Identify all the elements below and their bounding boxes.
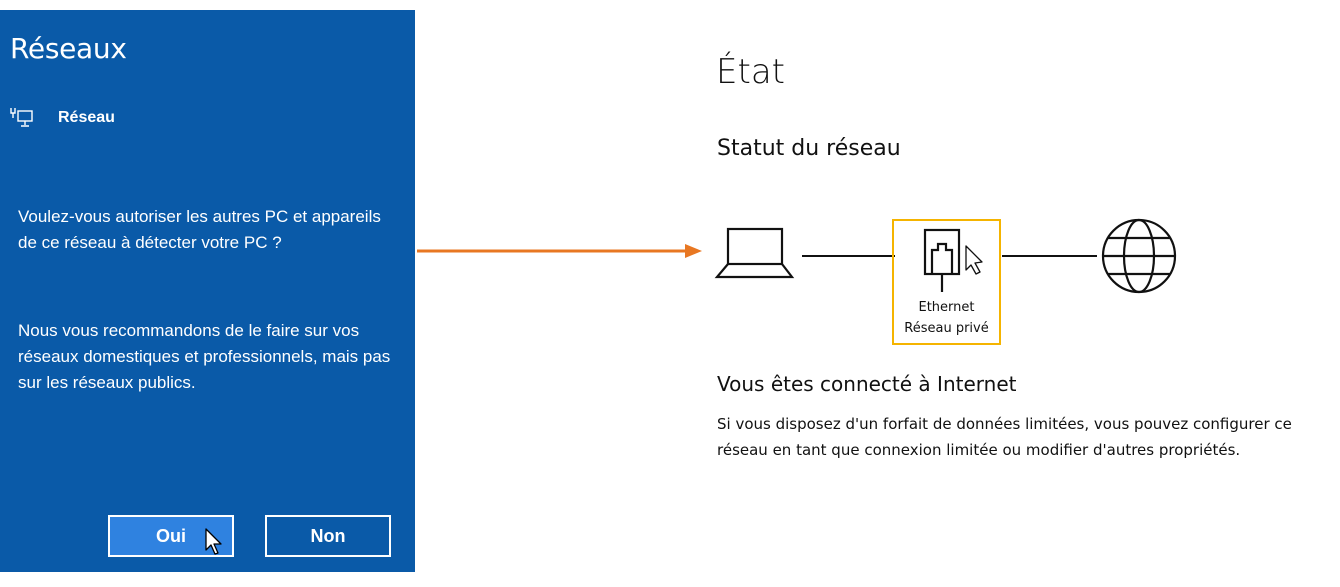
ethernet-network-tile[interactable] xyxy=(892,219,1001,345)
connection-status-title: Vous êtes connecté à Internet xyxy=(717,372,1017,396)
laptop-icon xyxy=(714,227,795,279)
networks-flyout: Réseaux Réseau Voulez-vous autoriser les… xyxy=(0,10,415,572)
no-button[interactable]: Non xyxy=(265,515,391,557)
network-item[interactable]: Réseau xyxy=(10,107,115,129)
ethernet-label: Ethernet Réseau privé xyxy=(892,297,1001,339)
section-title: Statut du réseau xyxy=(717,136,901,161)
page-title: État xyxy=(716,52,785,92)
adapter-name: Ethernet xyxy=(918,300,975,315)
network-icon xyxy=(10,108,33,127)
mouse-cursor-icon xyxy=(965,245,983,275)
discovery-question: Voulez-vous autoriser les autres PC et a… xyxy=(18,207,381,252)
arrow-icon xyxy=(417,244,702,258)
globe-icon xyxy=(1101,218,1177,294)
ethernet-icon xyxy=(923,228,961,292)
network-profile: Réseau privé xyxy=(904,321,989,336)
network-name: Réseau xyxy=(58,109,115,126)
connection-status-description: Si vous disposez d'un forfait de données… xyxy=(717,415,1292,459)
discovery-recommendation: Nous vous recommandons de le faire sur v… xyxy=(18,321,391,392)
network-status-diagram xyxy=(714,218,1177,294)
flyout-title: Réseaux xyxy=(10,32,127,65)
mouse-cursor-icon xyxy=(205,528,222,555)
